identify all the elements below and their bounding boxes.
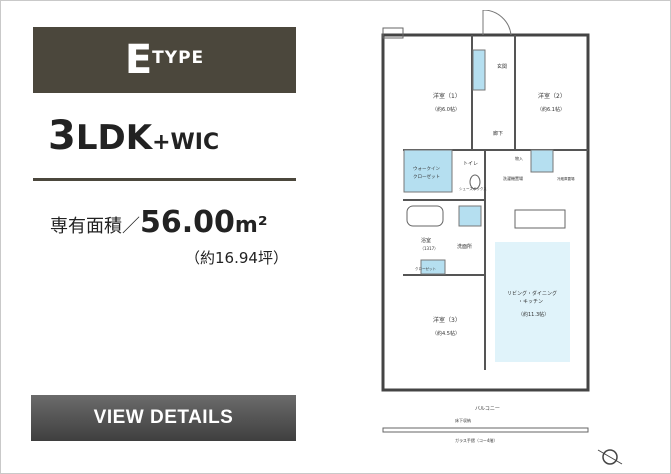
compass-icon	[602, 449, 618, 465]
view-details-button[interactable]: VIEW DETAILS	[31, 395, 296, 441]
room-label: ガラス手摺（コー4階）	[455, 437, 497, 443]
area-value: 56.00	[140, 205, 235, 240]
room-label: 洋室（1）	[433, 92, 461, 100]
area-line: 専有面積／56.00m²	[50, 205, 267, 240]
wall-notch	[382, 27, 404, 39]
room-label: 洋室（2）	[538, 92, 566, 100]
room-label: クローゼット	[413, 173, 440, 180]
layout-extra: +WIC	[152, 130, 220, 155]
room3-closet	[420, 259, 446, 275]
layout-title: 3LDK+WIC	[48, 113, 219, 159]
floor-plan: 洋室（1） （約6.0帖） 洋室（2） （約6.1帖） 洋室（3） （約4.5帖…	[381, 10, 623, 465]
ldk-area	[495, 242, 570, 362]
room-label: 冷蔵庫置場	[557, 176, 575, 181]
kitchen-counter	[514, 209, 566, 229]
room-size: （約11.3帖）	[518, 311, 549, 318]
wash-closet	[458, 205, 482, 227]
room-label: バルコニー	[475, 406, 500, 412]
room-label: 床下収納	[455, 417, 471, 423]
area-unit: m²	[234, 213, 268, 238]
area-tsubo: （約16.94坪）	[185, 249, 288, 267]
room-label: 洗面所	[457, 243, 472, 250]
room-label: リビング・ダイニング	[507, 290, 557, 297]
divider	[33, 178, 296, 181]
type-letter: E	[124, 37, 153, 83]
bathtub	[406, 205, 444, 227]
entrance-closet	[472, 49, 486, 91]
type-badge: ETYPE	[33, 27, 296, 93]
room-label: クローゼット	[415, 266, 436, 271]
room-size: （約4.5帖）	[432, 330, 460, 337]
room-label: 廊下	[493, 130, 503, 137]
layout-ldk: LDK	[75, 118, 153, 158]
type-suffix: TYPE	[152, 48, 205, 68]
wic-closet	[403, 149, 453, 193]
room-label: 物入	[515, 155, 523, 161]
room-size: （約6.0帖）	[432, 106, 460, 113]
room-label: ・キッチン	[518, 299, 543, 305]
room-label: ウォークイン	[413, 165, 440, 172]
room-label: 洗濯機置場	[503, 175, 523, 181]
entrance-door-swing	[482, 10, 512, 36]
room-label: 洋室（3）	[433, 316, 461, 324]
room-size: （1317）	[420, 246, 438, 251]
balcony-rail	[382, 427, 589, 433]
room2-closet	[530, 149, 554, 173]
area-label: 専有面積／	[50, 216, 140, 237]
room-label: 玄関	[497, 63, 507, 70]
room-size: （約6.1帖）	[537, 106, 565, 113]
layout-number: 3	[48, 113, 76, 159]
compass-needle	[597, 449, 623, 465]
toilet-fixture	[469, 174, 481, 190]
room-label: シューズボックス	[459, 186, 487, 191]
room-label: トイレ	[463, 161, 478, 167]
room-label: 浴室	[421, 237, 431, 244]
